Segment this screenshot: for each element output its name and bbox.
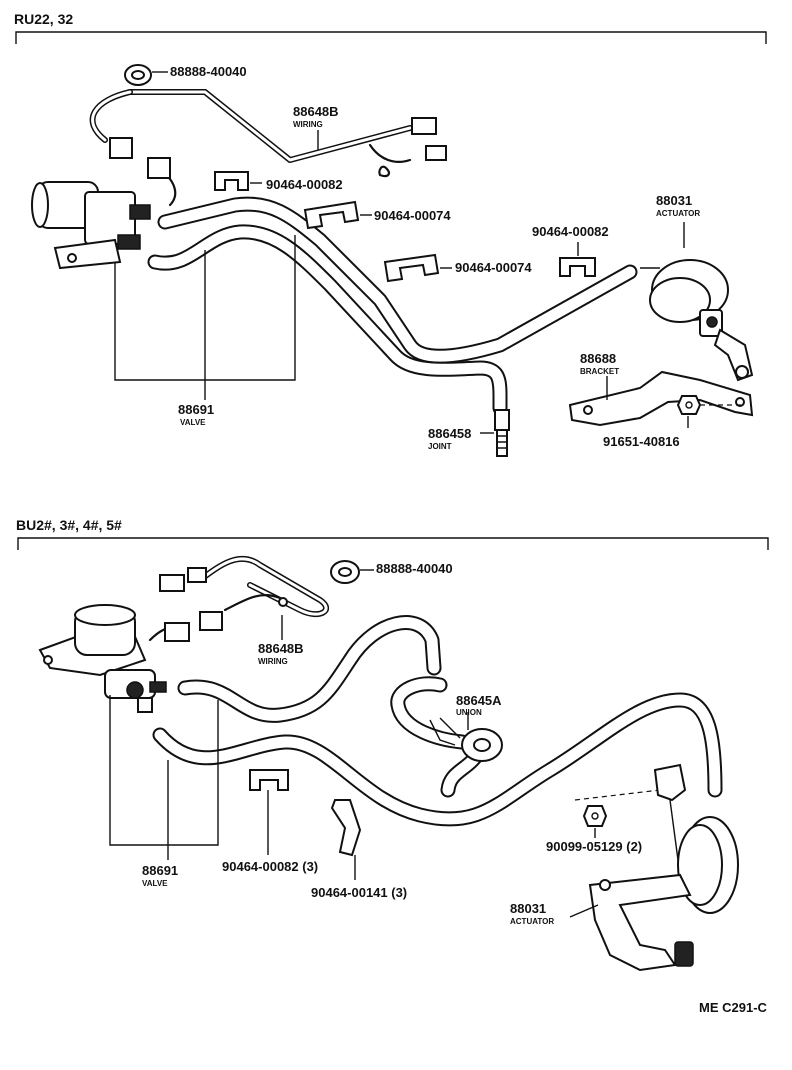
top-actuator-icon xyxy=(640,259,754,382)
bottom-wiring-harness xyxy=(148,555,329,642)
top-clamp-icon-4 xyxy=(559,242,596,277)
top-connector-4 xyxy=(425,145,447,161)
top-vacuum-hoses xyxy=(147,196,638,416)
top-actuator-name: ACTUATOR xyxy=(656,209,700,218)
bottom-clamp-label-2: 90464-00141 (3) xyxy=(311,885,407,900)
bottom-section-bracket-line xyxy=(17,537,769,550)
top-header: RU22, 32 xyxy=(14,11,73,27)
bottom-nut-icon xyxy=(574,789,661,838)
top-clamp-label-1: 90464-00082 xyxy=(266,177,343,192)
top-connector-3 xyxy=(411,117,437,135)
top-joint-name: JOINT xyxy=(428,442,452,451)
bottom-valve-name: VALVE xyxy=(142,879,168,888)
top-bracket-icon xyxy=(568,370,754,427)
bottom-nut-label: 90099-05129 (2) xyxy=(546,839,642,854)
top-section: RU22, 32 88888-40040 88648B WIRING xyxy=(14,11,767,457)
bottom-header: BU2#, 3#, 4#, 5# xyxy=(16,517,122,533)
top-valve-name: VALVE xyxy=(180,418,206,427)
bottom-union-icon xyxy=(429,717,503,762)
bottom-clip-88888-label: 88888-40040 xyxy=(376,561,453,576)
bottom-connector-4 xyxy=(199,611,223,631)
top-clamp-label-3: 90464-00074 xyxy=(455,260,532,275)
bottom-wiring-name: WIRING xyxy=(258,657,288,666)
top-joint-number: 886458 xyxy=(428,426,471,441)
bottom-wiring-number: 88648B xyxy=(258,641,304,656)
bottom-valve-assembly-icon xyxy=(38,604,167,713)
bottom-connector-1 xyxy=(159,574,185,592)
top-connector-2 xyxy=(147,157,171,179)
footer-diagram-code: ME C291-C xyxy=(699,1000,768,1015)
top-wiring-name: WIRING xyxy=(293,120,323,129)
bottom-clamp-label-1: 90464-00082 (3) xyxy=(222,859,318,874)
top-clamp-icon-1 xyxy=(214,171,262,191)
top-clamp-icon-3 xyxy=(383,253,452,283)
bottom-vacuum-hoses xyxy=(152,615,723,827)
bottom-actuator-name: ACTUATOR xyxy=(510,917,554,926)
top-clamp-icon-2 xyxy=(303,200,372,230)
bottom-actuator-number: 88031 xyxy=(510,901,546,916)
bottom-section: BU2#, 3#, 4#, 5# 88888-40040 88648B WIRI… xyxy=(16,517,769,1015)
bottom-valve-bracket-line xyxy=(109,695,219,846)
bottom-union-name: UNION xyxy=(456,708,482,717)
top-nut-icon xyxy=(676,395,745,428)
bottom-connector-3 xyxy=(164,622,190,642)
bottom-connector-2 xyxy=(187,567,207,583)
top-wiring-harness xyxy=(89,89,447,207)
top-valve-number: 88691 xyxy=(178,402,214,417)
top-actuator-number: 88031 xyxy=(656,193,692,208)
top-clip-88888-label: 88888-40040 xyxy=(170,64,247,79)
top-bracket-number: 88688 xyxy=(580,351,616,366)
bottom-actuator-leader xyxy=(569,904,599,918)
top-section-bracket-line xyxy=(15,31,767,44)
top-valve-assembly-icon xyxy=(31,181,151,270)
bottom-union-number: 88645A xyxy=(456,693,502,708)
top-connector-1 xyxy=(109,137,133,159)
top-nut-label: 91651-40816 xyxy=(603,434,680,449)
bottom-clamp-icon-1 xyxy=(249,769,289,855)
top-clamp-label-2: 90464-00074 xyxy=(374,208,451,223)
bottom-actuator-icon xyxy=(588,763,739,972)
top-wiring-number: 88648B xyxy=(293,104,339,119)
top-joint-icon xyxy=(494,409,510,457)
bottom-valve-number: 88691 xyxy=(142,863,178,878)
bottom-clip-88888-icon xyxy=(330,560,374,584)
top-clamp-label-4: 90464-00082 xyxy=(532,224,609,239)
top-clip-88888-icon xyxy=(124,64,168,86)
bottom-clamp-icon-2 xyxy=(330,799,362,880)
top-bracket-name: BRACKET xyxy=(580,367,619,376)
